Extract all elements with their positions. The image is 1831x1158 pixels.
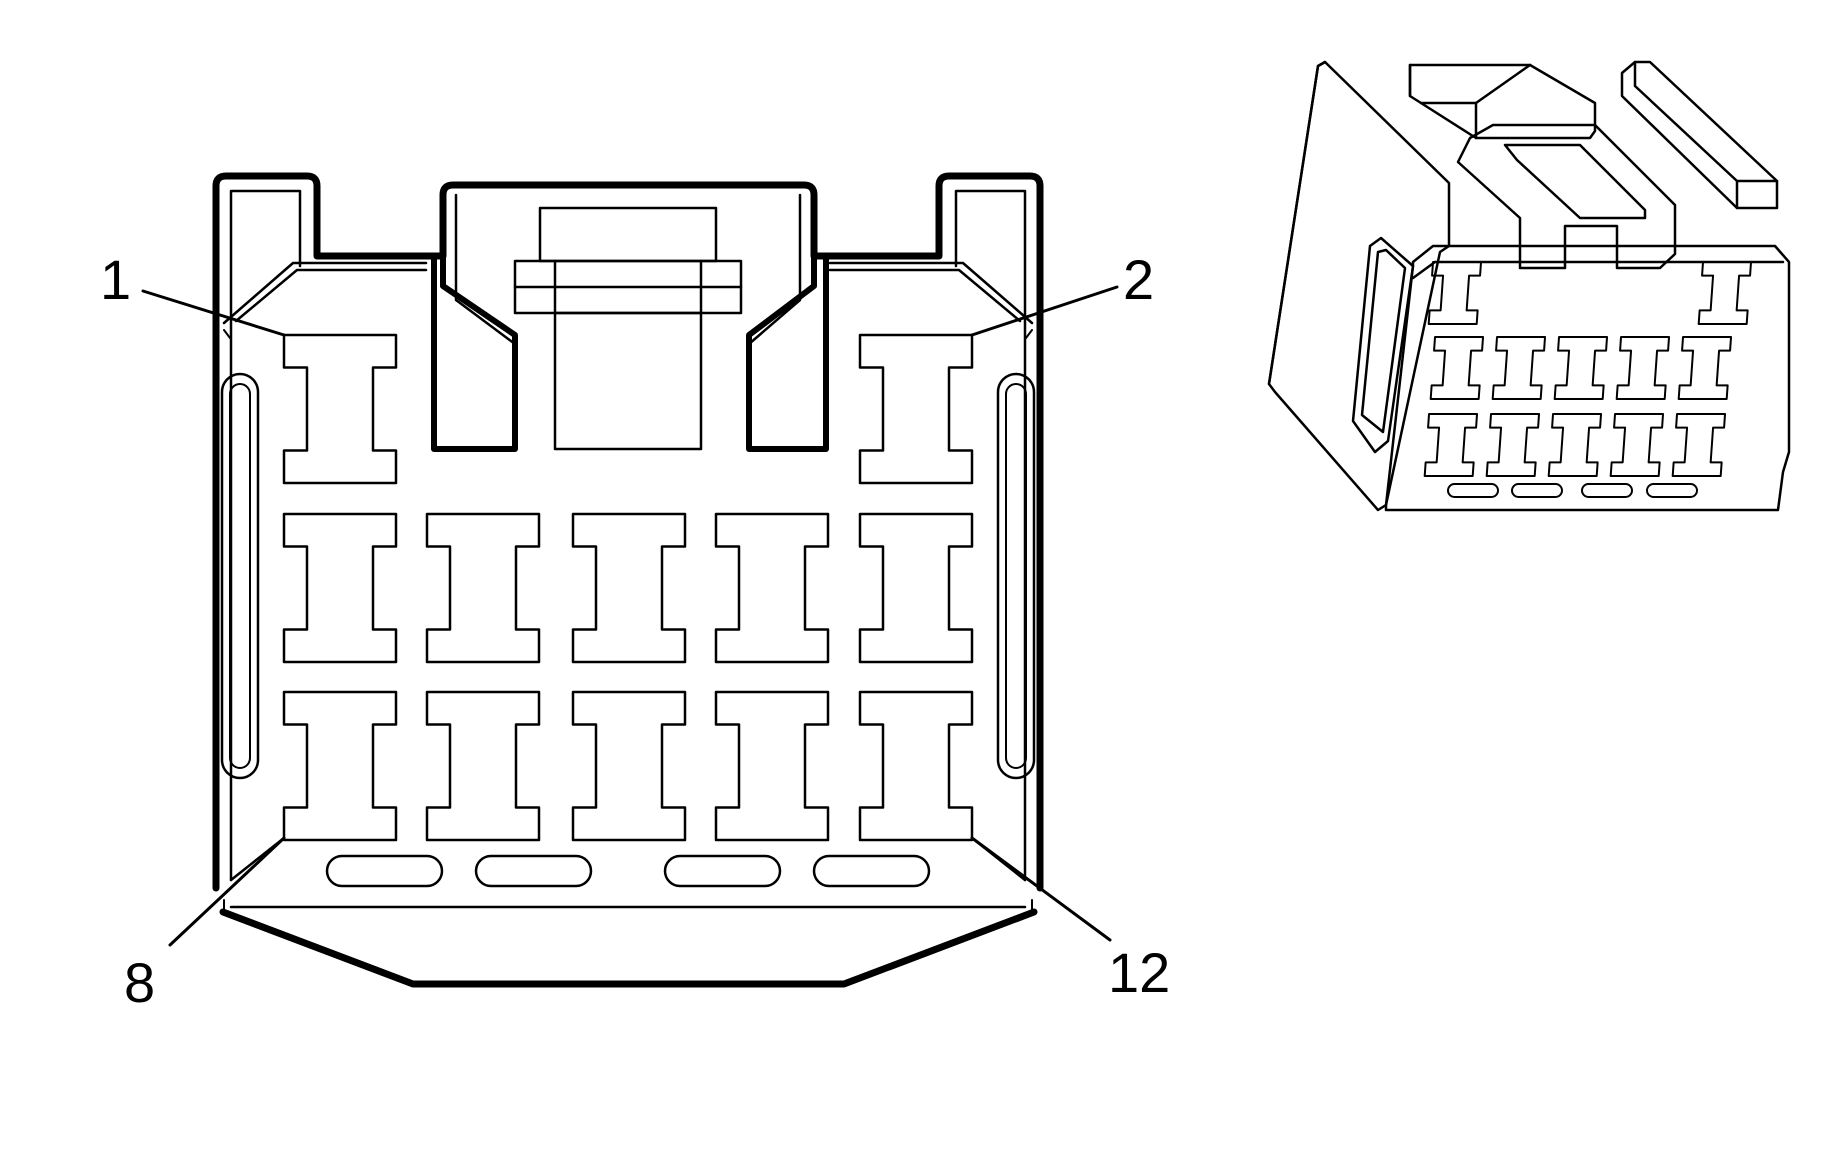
- inner-face-outline: [222, 261, 1034, 325]
- iso-terminal-cavity: [1609, 413, 1665, 477]
- housing-inner-wall-left: [229, 189, 302, 882]
- terminal-cavity: [282, 333, 398, 485]
- terminal-cavity: [714, 690, 830, 842]
- iso-top-latch: [1408, 63, 1597, 140]
- iso-terminal-cavity: [1615, 336, 1671, 400]
- bottom-skirt: [219, 908, 1038, 988]
- keying-slots: [325, 854, 931, 888]
- inner-face-outline-secondary: [234, 268, 1022, 323]
- side-rail-right: [996, 372, 1036, 780]
- iso-center-latch-inner: [1503, 143, 1647, 220]
- iso-terminal-cavity: [1427, 261, 1483, 325]
- leader-8: [168, 836, 286, 947]
- iso-terminal-cavity: [1491, 336, 1547, 400]
- keying-slot: [474, 854, 593, 888]
- terminal-cavity: [425, 512, 541, 664]
- keying-slot: [663, 854, 782, 888]
- iso-terminal-cavity: [1485, 413, 1541, 477]
- corner-ticks: [223, 329, 1033, 913]
- connector-front-view: 1 2 8 12: [100, 172, 1170, 1014]
- terminal-cavity: [858, 512, 974, 664]
- housing-outline: [212, 172, 1044, 892]
- latch-well: [431, 192, 829, 452]
- terminal-cavity: [858, 333, 974, 485]
- lock-tab: [513, 206, 743, 451]
- terminal-cavity: [714, 512, 830, 664]
- iso-terminal-cavity: [1553, 336, 1609, 400]
- callout-8: 8: [124, 951, 155, 1014]
- terminal-cavity: [282, 690, 398, 842]
- housing-inner-wall-right: [954, 189, 1027, 882]
- iso-keying-slot: [1581, 483, 1633, 498]
- iso-right-rail: [1620, 60, 1779, 210]
- iso-terminal-cavity: [1671, 413, 1727, 477]
- side-rail-left-inner: [229, 383, 251, 769]
- iso-right-rail-edge: [1633, 60, 1779, 210]
- callout-2: 2: [1123, 248, 1154, 311]
- connector-isometric-view: [1267, 60, 1791, 512]
- latch-inner-lines: [454, 193, 802, 346]
- terminal-cavity: [571, 690, 687, 842]
- callout-12: 12: [1108, 941, 1170, 1004]
- callout-1: 1: [100, 248, 131, 311]
- terminal-cavities: [282, 333, 974, 842]
- iso-terminal-cavity: [1429, 336, 1485, 400]
- keying-slot: [812, 854, 931, 888]
- iso-side-window-inner: [1360, 248, 1407, 434]
- iso-keying-slots: [1447, 483, 1698, 498]
- iso-terminal-cavity: [1423, 413, 1479, 477]
- iso-keying-slot: [1511, 483, 1563, 498]
- side-rail-right-inner: [1005, 383, 1027, 769]
- terminal-cavity: [425, 690, 541, 842]
- iso-terminal-cavity: [1697, 261, 1753, 325]
- iso-terminal-cavity: [1677, 336, 1733, 400]
- iso-terminal-cavity: [1547, 413, 1603, 477]
- callout-leaders: [141, 285, 1119, 947]
- side-rail-left: [220, 372, 260, 780]
- leader-12: [970, 836, 1112, 942]
- leader-1: [141, 289, 286, 337]
- iso-terminal-cavities: [1423, 261, 1753, 477]
- iso-keying-slot: [1646, 483, 1698, 498]
- iso-front-face: [1384, 244, 1791, 512]
- terminal-cavity: [571, 512, 687, 664]
- terminal-cavity: [858, 690, 974, 842]
- iso-top-latch-edge: [1408, 63, 1532, 140]
- leader-2: [970, 285, 1119, 337]
- keying-slot: [325, 854, 444, 888]
- lower-face-chamfers: [229, 836, 1027, 909]
- terminal-cavity: [282, 512, 398, 664]
- iso-keying-slot: [1447, 483, 1499, 498]
- iso-side-panel: [1267, 60, 1451, 512]
- iso-side-panel-edge: [1267, 60, 1327, 386]
